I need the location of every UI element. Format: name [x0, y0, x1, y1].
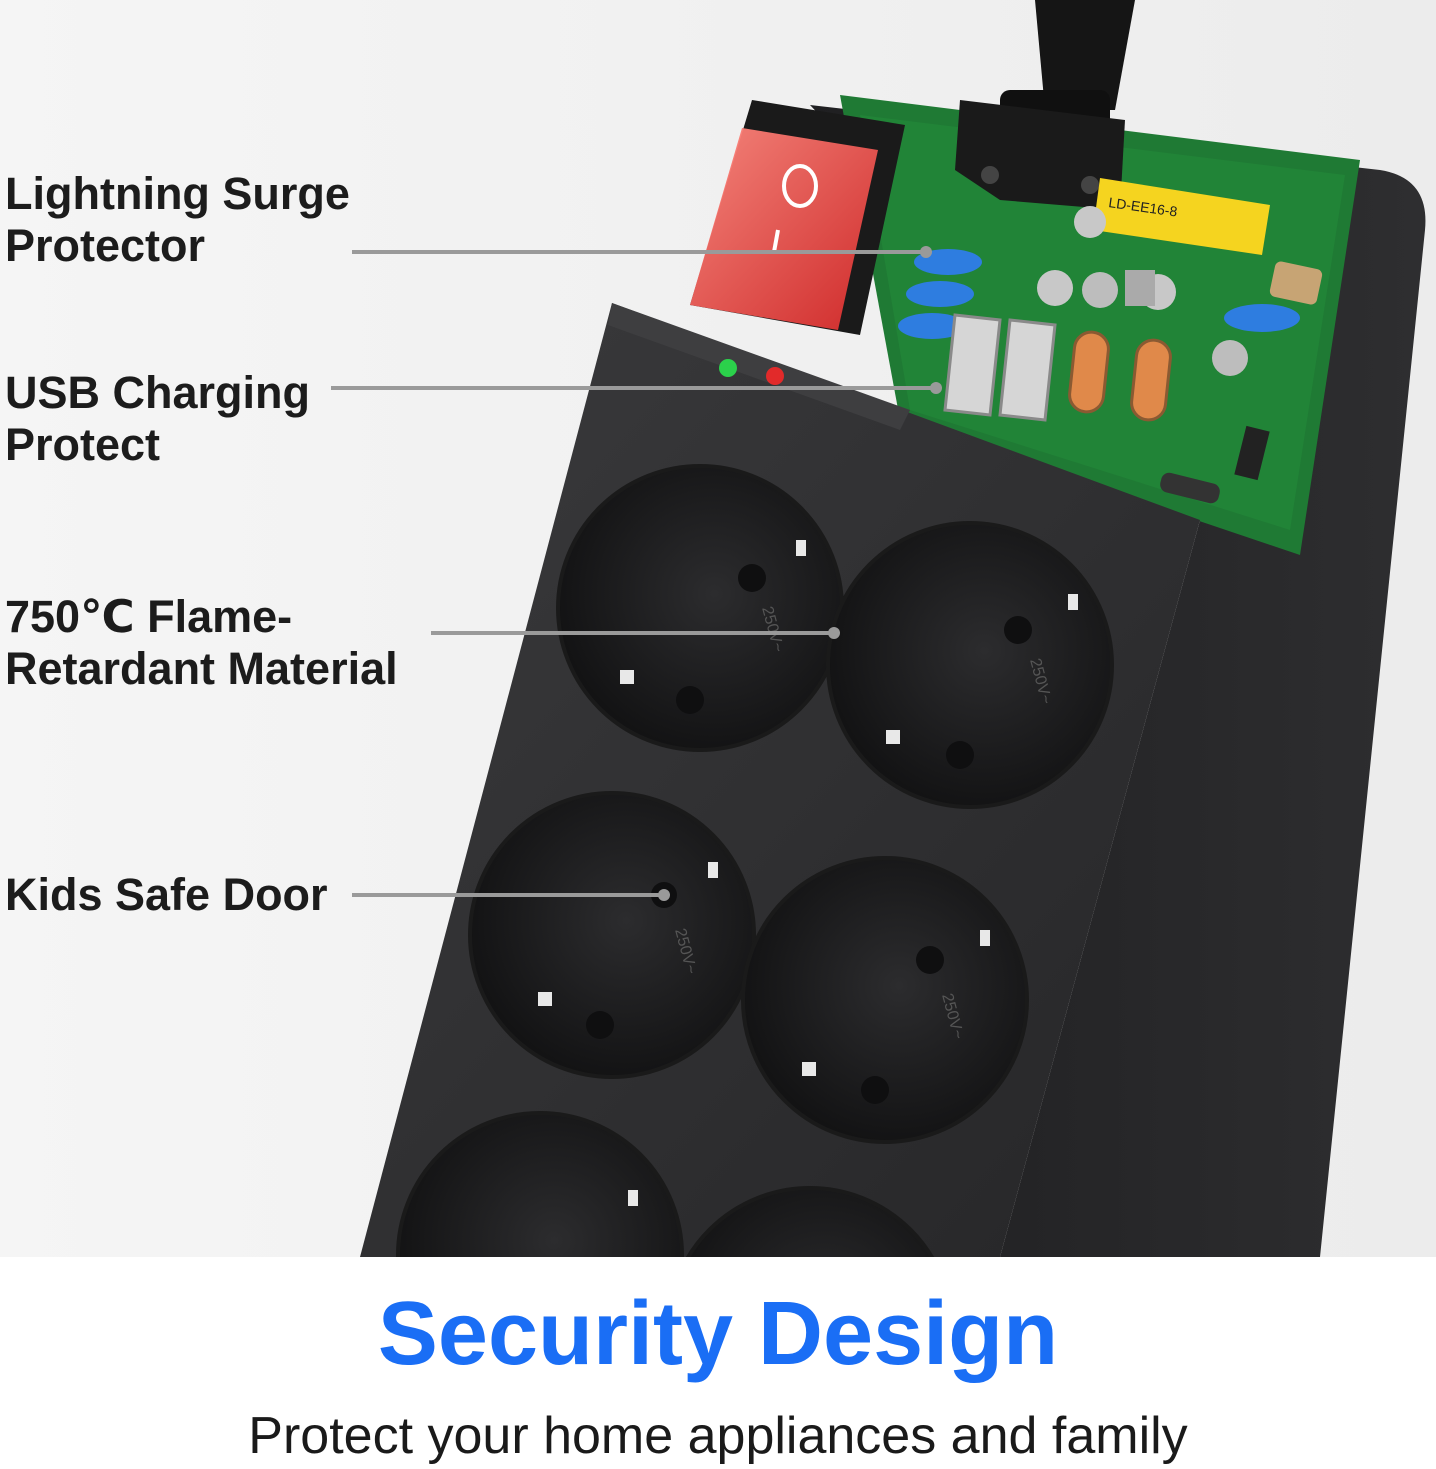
callout-kids-safe-door: Kids Safe Door [5, 869, 328, 920]
socket-outlets: 250V~ 250V~ 250V~ [396, 464, 1114, 1257]
product-photo-area: LD-EE16-8 [0, 0, 1436, 1257]
subheadline: Protect your home appliances and family [248, 1407, 1188, 1465]
socket-outlet: 250V~ [826, 521, 1114, 809]
headline: Security Design [377, 1284, 1059, 1384]
power-strip-illustration: LD-EE16-8 [0, 0, 1436, 1257]
callout-lightning-surge-protector: Lightning Surge Protector [5, 168, 350, 271]
led-red [766, 367, 784, 385]
yellow-capacitor: LD-EE16-8 [1093, 178, 1270, 255]
diodes [1160, 425, 1270, 504]
power-switch [690, 100, 905, 335]
surge-varistors [898, 249, 1300, 339]
spring-coil [1269, 261, 1323, 305]
socket-outlet: 250V~ [741, 856, 1029, 1144]
socket-outlet: 250V~ [556, 464, 844, 752]
socket-outlet [396, 1111, 684, 1257]
caption-area [0, 1257, 1436, 1469]
callout-usb-charging-protect: USB Charging Protect [5, 367, 311, 470]
socket-outlet [685, 1186, 935, 1257]
callout-flame-retardant-material: 750℃ Flame- Retardant Material [5, 591, 398, 694]
socket-outlet: 250V~ [468, 791, 756, 1079]
callout-lines [331, 246, 942, 901]
usb-ports [943, 313, 1172, 422]
capacitors [1037, 206, 1248, 376]
led-green [719, 359, 737, 377]
